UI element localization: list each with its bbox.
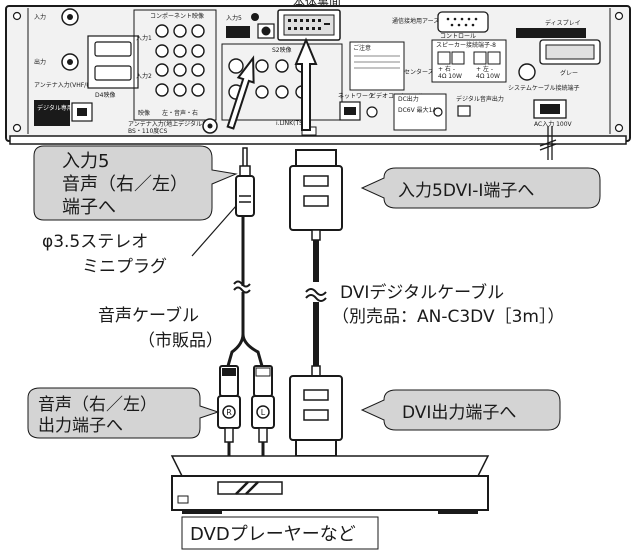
callout-dvi-output: DVI出力端子へ: [360, 389, 561, 431]
callout-input5-audio: 入力5 音声（右／左） 端子へ: [33, 145, 238, 221]
audio-cable-line1: 音声ケーブル: [98, 305, 199, 326]
speaker-terminals-icon: [437, 51, 501, 65]
up-arrow-icon: [226, 55, 255, 130]
dc-rating-label: DC6V 最大1A: [398, 106, 437, 114]
input1-label: 入力1: [136, 34, 152, 42]
antenna-input2-label: アンテナ入力(地上デジタル): [128, 120, 204, 128]
minijack-icon: [261, 26, 271, 36]
input5-tag: [226, 26, 250, 38]
dvd-player-caption: DVDプレーヤーなど: [190, 524, 356, 545]
stereo-plug-line1: φ3.5ステレオ: [42, 232, 148, 252]
callout-dvi-input-text: 入力5DVI-I端子へ: [398, 181, 534, 201]
ground-label: 通信接地用アース: [392, 17, 439, 25]
input5-label: 入力5: [226, 14, 242, 22]
optical-out-icon: [457, 105, 471, 117]
dvi-cable-line2: （別売品：AN-C3DV［3m］）: [332, 307, 564, 327]
s-terminal-icon: [518, 63, 536, 81]
antenna-input-label: アンテナ入力(VHF/UHF): [34, 81, 101, 89]
grey-label: グレー: [560, 69, 578, 77]
i-link-label: i.LINK(TS): [276, 120, 305, 127]
bs-cs-label: BS・110度CS: [128, 127, 167, 135]
dvi-cable-line1: DVIデジタルケーブル: [340, 282, 504, 303]
cable-note-label: システムケーブル接続端子: [508, 84, 579, 92]
rear-panel: 本体裏面 入力 出力 アンテナ入力(VHF/UHF) デジタル専用端子 D4映像…: [5, 0, 631, 160]
speaker-rating-label-1: 4Ω 10W: [438, 73, 462, 80]
stereo-plug-line2: ミニプラグ: [82, 257, 167, 277]
dvd-player-caption-box: [181, 516, 379, 550]
video-label: 映像: [138, 109, 150, 117]
digital-line-label: デジタル専用端子: [37, 104, 85, 112]
input5-audio-jack-icon: [251, 13, 259, 21]
audio-cable-line2: （市販品）: [138, 331, 223, 351]
screw-icon: [614, 11, 624, 21]
panel-header-text: 本体裏面: [293, 0, 341, 9]
dc-out-label: DC出力: [398, 95, 419, 103]
dvi-cable: [289, 149, 343, 457]
audio-cable-label: 音声ケーブル （市販品）: [98, 305, 223, 351]
screw-icon: [12, 123, 22, 133]
d4-video-label: D4映像: [95, 91, 115, 99]
speaker-left-label: + 左 -: [476, 65, 493, 73]
component-jack-grid: [155, 24, 205, 97]
d4-port-2-icon: [94, 65, 132, 81]
input2-label: 入力2: [136, 72, 152, 80]
callout-input5-line2: 音声（右／左）: [62, 174, 188, 195]
speaker-terminal-label: スピーカー接続端子-8: [436, 41, 496, 49]
component-video-label: コンポーネント映像: [150, 12, 204, 20]
digital-audio-out-label: デジタル音声出力: [456, 95, 504, 103]
control-label: コントロール: [440, 33, 476, 40]
display-label: ディスプレイ: [545, 19, 581, 27]
callout-output-line1: 音声（右／左）: [38, 395, 157, 415]
dvi-notes-label: ご注意: [353, 44, 371, 52]
callout-input5-dvi: 入力5DVI-I端子へ: [360, 167, 601, 209]
dvi-plug-bottom-icon: [289, 375, 343, 441]
dvi-cable-label: DVIデジタルケーブル （別売品：AN-C3DV［3m］）: [332, 282, 564, 327]
control-port-icon: [437, 11, 489, 33]
speaker-right-label: + 右 -: [438, 65, 455, 73]
screw-icon: [12, 11, 22, 21]
callout-output-audio: 音声（右／左） 出力端子へ: [27, 387, 220, 439]
network-label: ネットワーク: [338, 93, 374, 100]
callout-dvi-output-text: DVI出力端子へ: [402, 403, 516, 423]
callout-output-line2: 出力端子へ: [38, 416, 123, 436]
insertion-arrows: [226, 37, 318, 131]
screw-icon: [614, 123, 624, 133]
s2-video-label: S2映像: [272, 46, 292, 54]
callout-input5-line1: 入力5: [62, 151, 109, 172]
input-label: 入力: [34, 13, 46, 21]
dvd-player: [170, 455, 490, 514]
plug-r-label: R: [226, 408, 232, 417]
up-arrow-icon: [294, 37, 318, 131]
ac-input-label: AC入力 100V: [534, 120, 573, 128]
video-control-jack-icon: [366, 106, 378, 118]
speaker-rating-label-2: 4Ω 10W: [476, 73, 500, 80]
plug-l-label: L: [261, 408, 266, 417]
power-button-icon: [177, 495, 189, 504]
audio-cable: [217, 147, 275, 457]
d4-port-1-icon: [94, 41, 132, 57]
digital-line-block: [34, 100, 70, 126]
callout-input5-line3: 端子へ: [62, 197, 116, 218]
disc-tray-icon: [217, 481, 283, 495]
audio-rl-label: 左・音声・右: [162, 109, 198, 117]
leader-line: [191, 205, 237, 257]
output-label: 出力: [34, 58, 46, 66]
stereo-plug-label: φ3.5ステレオ ミニプラグ: [42, 205, 237, 277]
